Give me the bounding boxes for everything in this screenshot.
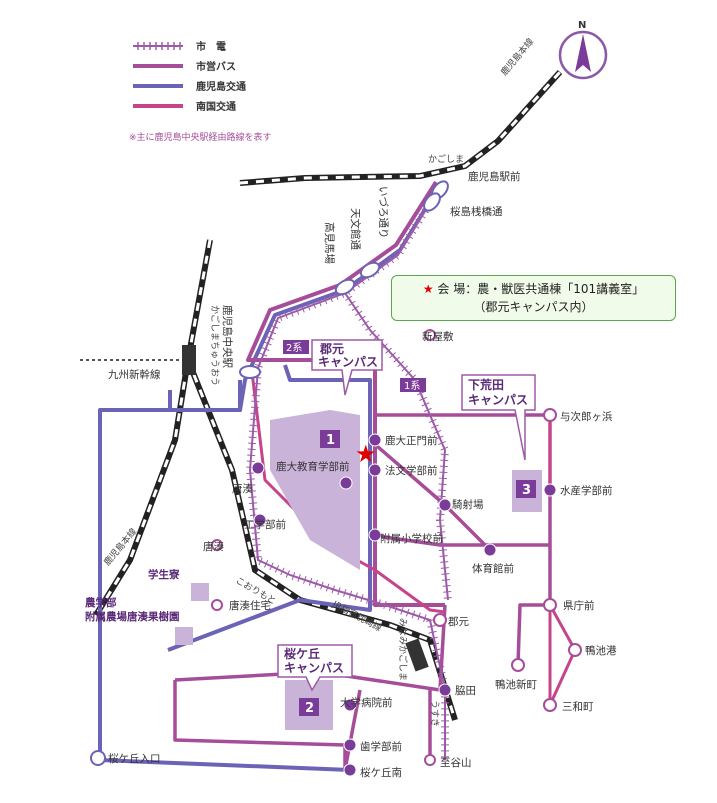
st-toso-jutaku: 唐湊住宅 bbox=[229, 599, 271, 612]
venue-text: 会 場：農・獣医共通棟「101講義室」 bbox=[437, 282, 645, 296]
st-takamibaba: 高見馬場 bbox=[323, 222, 336, 264]
st-korimoto: 郡元 bbox=[448, 616, 469, 628]
st-hobun: 法文学部前 bbox=[385, 464, 438, 477]
compass-label: N bbox=[578, 20, 586, 31]
st-toso2: 唐湊 bbox=[232, 482, 253, 495]
st-nogaku1: 農学部 bbox=[85, 596, 117, 609]
st-toso3: 唐湊 bbox=[203, 540, 224, 553]
tram-stop-markers bbox=[239, 180, 449, 379]
shimoarata-num: 3 bbox=[522, 483, 531, 498]
line-shinkansen: 九州新幹線 bbox=[108, 368, 161, 381]
st-kencho: 県庁前 bbox=[563, 599, 595, 612]
st-kagoshima-kana: かごしま bbox=[428, 153, 464, 165]
st-usuki: うすき bbox=[429, 700, 440, 727]
chuo-station-block bbox=[182, 345, 196, 375]
st-minamikago: みなみかごしま bbox=[397, 618, 409, 681]
venue-line1: ★ 会 場：農・獣医共通棟「101講義室」 bbox=[392, 280, 675, 298]
route-1kei: 1系 bbox=[404, 380, 420, 392]
st-tenmonkan: 天文館通 bbox=[349, 208, 362, 250]
venue-callout: ★ 会 場：農・獣医共通棟「101講義室」 （郡元キャンパス内） bbox=[391, 275, 676, 321]
st-daigaku-byoin: 大学病院前 bbox=[340, 696, 393, 709]
st-yojiro: 与次郎ヶ浜 bbox=[560, 410, 613, 423]
route-labels: 2系 1系 bbox=[283, 340, 426, 392]
venue-line2: （郡元キャンパス内） bbox=[473, 300, 594, 314]
sakuragaoka-num: 2 bbox=[305, 701, 314, 716]
venue-star-icon: ★ bbox=[355, 440, 377, 468]
st-izuro: いづろ通り bbox=[377, 186, 389, 239]
campus-callouts: 郡元 キャンパス 下荒田 キャンパス 桜ケ丘 キャンパス bbox=[277, 339, 536, 692]
gakuseiryo-block bbox=[191, 583, 209, 601]
shimoarata-name1: 下荒田 bbox=[468, 377, 504, 392]
legend-kagoshima-kotsu-label: 鹿児島交通 bbox=[196, 80, 246, 93]
shimoarata-name2: キャンパス bbox=[468, 393, 528, 407]
campus-sakuragaoka: 2 bbox=[285, 680, 333, 730]
st-fuzoku: 附属小学校前 bbox=[380, 532, 443, 545]
campus-shimoarata: 3 bbox=[512, 470, 542, 512]
campus-korimoto: 1 ★ bbox=[270, 410, 377, 570]
st-wakita: 脇田 bbox=[455, 685, 476, 697]
legend-citybus-label: 市営バス bbox=[196, 60, 236, 73]
st-chuo: 鹿児島中央駅 bbox=[221, 305, 234, 368]
st-sanwa: 三和町 bbox=[562, 701, 594, 713]
route-2kei: 2系 bbox=[286, 342, 302, 354]
st-sakura-iriguchi: 桜ケ丘入口 bbox=[108, 752, 161, 765]
st-suisan: 水産学部前 bbox=[560, 484, 613, 497]
st-kamoike-ko: 鴨池港 bbox=[585, 644, 617, 657]
st-nogaku2: 附属農場唐湊果樹園 bbox=[85, 610, 180, 623]
st-seimon: 鹿大正門前 bbox=[385, 434, 438, 447]
st-sakurajima: 桜島桟橋通 bbox=[450, 205, 503, 218]
st-kagoshima-eki: 鹿児島駅前 bbox=[468, 170, 521, 183]
korimoto-name2: キャンパス bbox=[318, 355, 378, 369]
korimoto-num: 1 bbox=[326, 433, 335, 448]
bus-routes bbox=[98, 180, 577, 772]
st-kamoike-shin: 鴨池新町 bbox=[495, 678, 537, 691]
compass-icon: N bbox=[558, 20, 608, 80]
korimoto-name1: 郡元 bbox=[319, 342, 344, 356]
nogaku-farm-block bbox=[175, 627, 193, 645]
legend-note: ※主に鹿児島中央駅経由路線を表す bbox=[129, 131, 272, 143]
bus-stop-markers bbox=[90, 329, 582, 777]
legend-nangoku-label: 南国交通 bbox=[196, 100, 236, 113]
minamikago-station-block bbox=[405, 638, 429, 672]
st-taiikukan: 体育館前 bbox=[472, 562, 514, 575]
st-kyouiku: 鹿大教育学部前 bbox=[276, 460, 350, 473]
st-shinyashiki: 新屋敷 bbox=[422, 330, 454, 343]
st-toso: 騎射場 bbox=[452, 498, 484, 511]
st-shitaniyama: 至谷山 bbox=[440, 757, 472, 769]
legend-tram-label: 市 電 bbox=[196, 40, 226, 53]
st-chuo-kana: かごしまちゅうおう bbox=[209, 305, 221, 386]
st-gakuseiryo: 学生寮 bbox=[148, 568, 180, 581]
sakuragaoka-name1: 桜ケ丘 bbox=[284, 646, 320, 661]
st-shigaku: 歯学部前 bbox=[360, 740, 402, 753]
line-sanyo: 鹿児島本線 bbox=[498, 36, 536, 78]
st-sakura-minami: 桜ケ丘南 bbox=[360, 766, 402, 779]
star-icon: ★ bbox=[422, 282, 434, 296]
legend-tram-ticks bbox=[137, 42, 181, 50]
st-kougaku: 工学部前 bbox=[244, 518, 286, 531]
sakuragaoka-name2: キャンパス bbox=[284, 661, 344, 675]
legend: 市 電 市営バス 鹿児島交通 南国交通 ※主に鹿児島中央駅経由路線を表す bbox=[129, 40, 272, 143]
